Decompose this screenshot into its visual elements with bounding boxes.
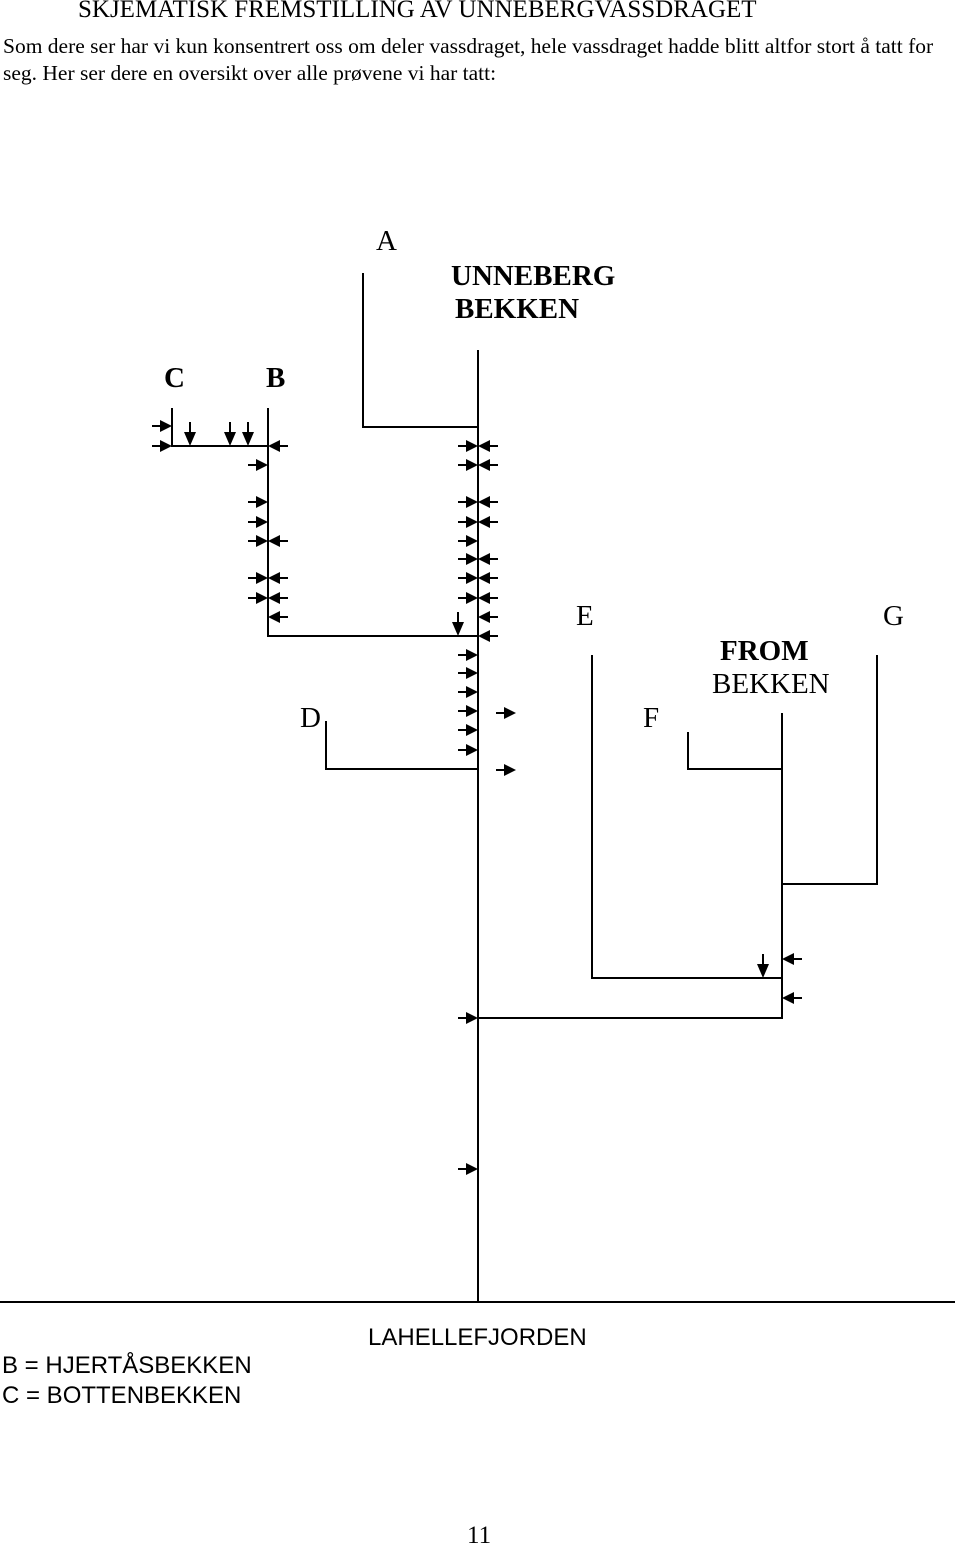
sample-arrow bbox=[466, 496, 478, 508]
sample-arrow bbox=[782, 992, 794, 1004]
sample-arrow bbox=[466, 667, 478, 679]
stream-lines bbox=[0, 273, 955, 1303]
sample-arrow bbox=[466, 686, 478, 698]
sample-arrow bbox=[184, 432, 196, 446]
sample-arrow bbox=[466, 592, 478, 604]
sample-arrow bbox=[256, 572, 268, 584]
sample-arrow bbox=[242, 432, 254, 446]
sample-arrow bbox=[478, 611, 490, 623]
intro-paragraph: Som dere ser har vi kun konsentrert oss … bbox=[3, 34, 934, 85]
label-b: B bbox=[266, 362, 285, 394]
legend-b: B = HJERTÅSBEKKEN bbox=[2, 1352, 252, 1379]
sample-arrow bbox=[256, 535, 268, 547]
stream-d bbox=[325, 721, 478, 770]
label-a: A bbox=[376, 225, 397, 257]
label-from-line2: BEKKEN bbox=[712, 668, 830, 700]
sample-arrow bbox=[466, 649, 478, 661]
sample-arrow bbox=[466, 535, 478, 547]
sample-arrow bbox=[268, 535, 280, 547]
sample-arrow bbox=[757, 964, 769, 978]
sample-arrow bbox=[268, 572, 280, 584]
legend-c: C = BOTTENBEKKEN bbox=[2, 1382, 242, 1409]
sample-arrow bbox=[160, 440, 172, 452]
sample-arrow bbox=[466, 553, 478, 565]
label-from-line1: FROM bbox=[720, 635, 809, 667]
sample-markers bbox=[152, 420, 802, 1175]
sample-arrow bbox=[478, 553, 490, 565]
label-f: F bbox=[643, 702, 659, 734]
sample-arrow bbox=[466, 1163, 478, 1175]
sample-arrow bbox=[478, 592, 490, 604]
label-d: D bbox=[300, 702, 321, 734]
stream-f bbox=[687, 732, 782, 770]
sample-arrow bbox=[466, 1012, 478, 1024]
sample-arrow bbox=[268, 440, 280, 452]
sample-arrow bbox=[478, 516, 490, 528]
sample-arrow bbox=[466, 705, 478, 717]
sample-arrow bbox=[478, 630, 490, 642]
sample-arrow bbox=[782, 953, 794, 965]
sample-arrow bbox=[504, 707, 516, 719]
sample-arrow bbox=[256, 459, 268, 471]
label-g: G bbox=[883, 600, 904, 632]
stream-a bbox=[362, 273, 478, 428]
sample-arrow bbox=[256, 592, 268, 604]
sample-arrow bbox=[466, 440, 478, 452]
sample-arrow bbox=[256, 496, 268, 508]
sample-arrow bbox=[466, 724, 478, 736]
sample-arrow bbox=[224, 432, 236, 446]
from-bekken bbox=[478, 713, 783, 1019]
label-fjord: LAHELLEFJORDEN bbox=[368, 1324, 587, 1351]
sample-arrow bbox=[478, 440, 490, 452]
sample-arrow bbox=[160, 420, 172, 432]
stream-g bbox=[782, 655, 878, 885]
sample-arrow bbox=[256, 516, 268, 528]
stream-e bbox=[591, 655, 782, 979]
label-unneberg-line2: BEKKEN bbox=[455, 293, 579, 325]
page-title: SKJEMATISK FREMSTILLING AV UNNEBERGVASSD… bbox=[78, 0, 757, 23]
label-c: C bbox=[164, 362, 185, 394]
label-e: E bbox=[576, 600, 594, 632]
sample-arrow bbox=[504, 764, 516, 776]
sample-arrow bbox=[478, 572, 490, 584]
page-number: 11 bbox=[467, 1522, 492, 1549]
sample-arrow bbox=[452, 622, 464, 636]
sample-arrow bbox=[466, 744, 478, 756]
sample-arrow bbox=[466, 459, 478, 471]
sample-arrow bbox=[466, 572, 478, 584]
sample-arrow bbox=[268, 592, 280, 604]
sample-arrow bbox=[478, 496, 490, 508]
stream-c bbox=[171, 408, 268, 447]
sample-arrow bbox=[478, 459, 490, 471]
sample-arrow bbox=[268, 611, 280, 623]
stream-b bbox=[267, 408, 478, 637]
sample-arrow bbox=[466, 516, 478, 528]
label-unneberg-line1: UNNEBERG bbox=[451, 260, 615, 292]
